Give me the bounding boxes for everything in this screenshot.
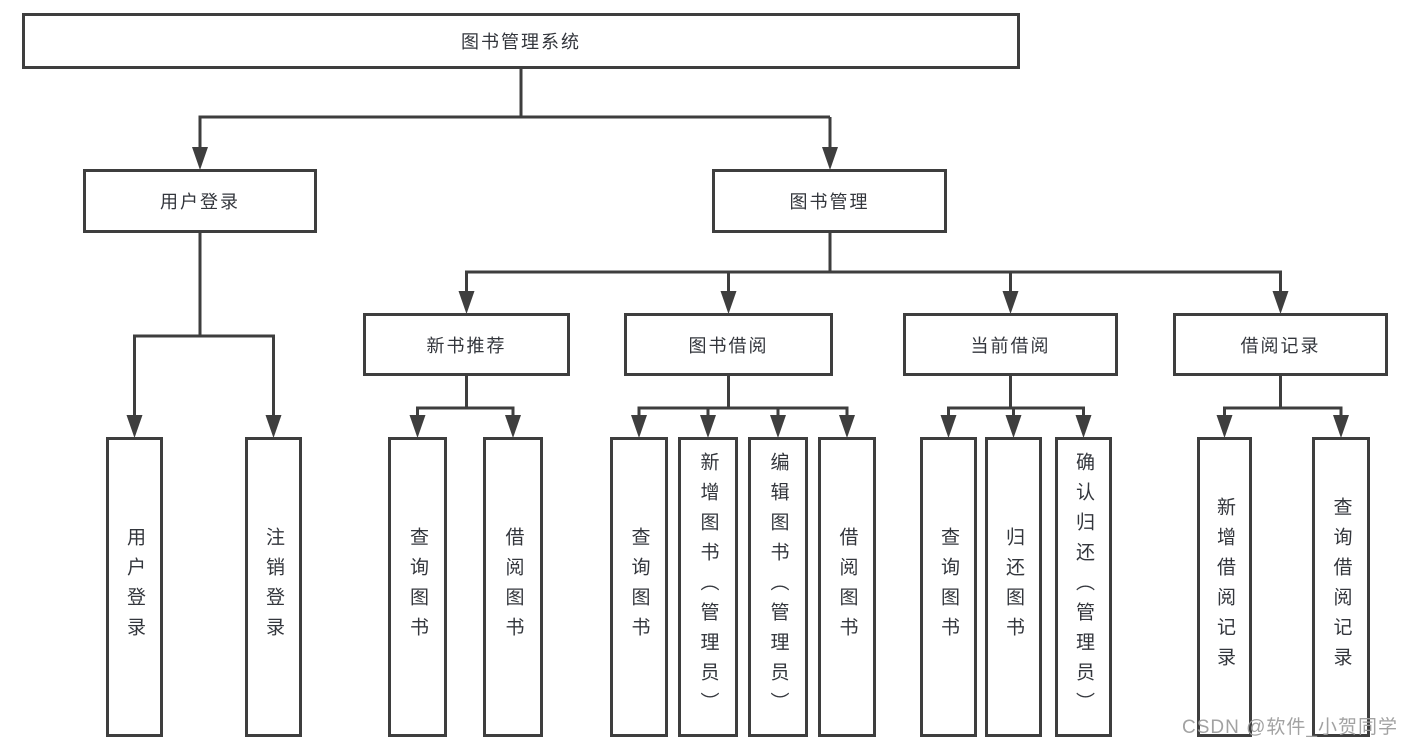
arrow-down-icon — [1075, 415, 1092, 438]
node-label: 当前借阅 — [970, 335, 1051, 356]
arrow-down-icon — [505, 415, 521, 438]
leaf-return-book: 归还图书 — [985, 437, 1042, 737]
leaf-query-books-current: 查询图书 — [920, 437, 977, 737]
arrow-down-icon — [126, 415, 143, 438]
arrow-down-icon — [839, 415, 855, 438]
node-label: 查询图书 — [938, 527, 959, 647]
leaf-borrow-books: 借阅图书 — [818, 437, 876, 737]
arrow-down-icon — [770, 415, 786, 438]
leaf-logout: 注销登录 — [245, 437, 302, 737]
arrow-down-icon — [1333, 415, 1349, 438]
arrow-down-icon — [720, 291, 737, 314]
leaf-edit-book-admin: 编辑图书（管理员） — [748, 437, 808, 737]
arrow-down-icon — [265, 415, 282, 438]
leaf-add-borrow-record: 新增借阅记录 — [1197, 437, 1252, 737]
leaf-confirm-return-admin: 确认归还（管理员） — [1055, 437, 1112, 737]
node-user-login: 用户登录 — [83, 169, 317, 233]
node-label: 借阅图书 — [502, 527, 524, 647]
node-borrow-records: 借阅记录 — [1173, 313, 1388, 376]
node-label: 新书推荐 — [426, 335, 507, 356]
node-label: 图书管理 — [789, 192, 870, 212]
arrow-down-icon — [1002, 291, 1019, 314]
node-label: 确认归还（管理员） — [1073, 452, 1094, 722]
arrow-down-icon — [1272, 291, 1289, 314]
node-label: 图书管理系统 — [461, 32, 581, 52]
leaf-user-login: 用户登录 — [106, 437, 163, 737]
arrow-down-icon — [822, 147, 838, 170]
leaf-query-books-recommend: 查询图书 — [388, 437, 447, 737]
node-label: 借阅记录 — [1240, 335, 1321, 356]
leaf-add-book-admin: 新增图书（管理员） — [678, 437, 738, 737]
watermark-text: CSDN @软件_小贺同学 — [1182, 717, 1398, 738]
node-label: 编辑图书（管理员） — [767, 452, 789, 722]
arrow-down-icon — [192, 147, 208, 170]
node-label: 新增图书（管理员） — [697, 452, 719, 722]
node-label: 查询借阅记录 — [1330, 497, 1352, 677]
arrow-down-icon — [700, 415, 716, 438]
arrow-down-icon — [940, 415, 957, 438]
node-label: 查询图书 — [628, 527, 650, 647]
node-label: 归还图书 — [1003, 527, 1024, 647]
arrow-down-icon — [458, 291, 475, 314]
node-library-system: 图书管理系统 — [22, 13, 1020, 69]
arrow-down-icon — [409, 415, 426, 438]
node-current-borrow: 当前借阅 — [903, 313, 1118, 376]
node-label: 图书借阅 — [688, 335, 769, 356]
node-book-borrow: 图书借阅 — [624, 313, 833, 376]
arrow-down-icon — [1005, 415, 1022, 438]
node-label: 借阅图书 — [836, 527, 858, 647]
node-new-book-recommend: 新书推荐 — [363, 313, 570, 376]
node-label: 查询图书 — [407, 527, 428, 647]
arrow-down-icon — [1216, 415, 1233, 438]
leaf-query-books-borrow: 查询图书 — [610, 437, 668, 737]
leaf-borrow-books-recommend: 借阅图书 — [483, 437, 543, 737]
node-book-management: 图书管理 — [712, 169, 947, 233]
arrow-down-icon — [631, 415, 647, 438]
node-label: 用户登录 — [124, 527, 145, 647]
node-label: 用户登录 — [160, 192, 240, 212]
leaf-query-borrow-record: 查询借阅记录 — [1312, 437, 1370, 737]
arrowhead-group — [126, 147, 1349, 438]
node-label: 注销登录 — [263, 527, 284, 647]
node-label: 新增借阅记录 — [1214, 497, 1235, 677]
